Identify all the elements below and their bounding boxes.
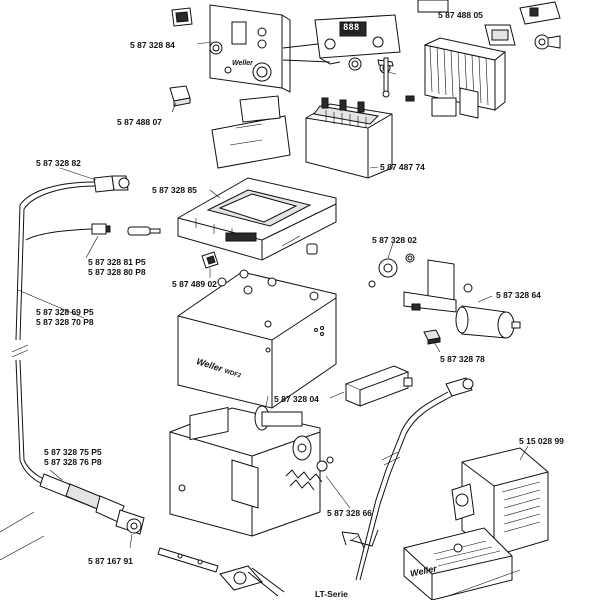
lower-cable-drawing xyxy=(15,359,69,495)
part-label: 5 87 328 75 P5 xyxy=(44,447,102,457)
part-label: 5 87 328 76 P8 xyxy=(44,457,102,467)
heatsink-drawing xyxy=(423,37,507,119)
switch-drawing xyxy=(171,7,193,27)
screw-drawing xyxy=(382,57,390,98)
part-label: 5 87 328 80 P8 xyxy=(88,267,146,277)
part-label: 5 87 328 64 xyxy=(496,290,541,300)
transformer-drawing xyxy=(305,97,393,179)
foot-pedal-drawing xyxy=(403,447,549,600)
allen-key-drawing xyxy=(349,529,379,547)
part-label: 5 87 489 02 xyxy=(172,279,217,289)
part-label: 5 87 328 66 xyxy=(327,508,372,518)
small-block-drawing xyxy=(423,329,441,345)
part-label: 5 87 328 82 xyxy=(36,158,81,168)
rubber-cap-drawing xyxy=(169,85,191,107)
part-label: 5 87 328 85 xyxy=(152,185,197,195)
handpiece-drawing xyxy=(39,473,145,535)
upper-cable-drawing xyxy=(15,175,130,341)
motor-drawing xyxy=(403,259,521,339)
part-label: 5 87 167 91 xyxy=(88,556,133,566)
pedal-cable-drawing xyxy=(355,377,474,581)
clip-drawing xyxy=(201,251,219,269)
part-label: 5 87 328 84 xyxy=(130,40,175,50)
part-label: 5 87 488 07 xyxy=(117,117,162,127)
base-plate-drawing xyxy=(177,177,337,261)
part-label: 5 87 328 78 xyxy=(440,354,485,364)
part-label: 5 87 328 70 P8 xyxy=(36,317,94,327)
display-readout: 888 xyxy=(341,23,362,34)
part-label: 5 87 328 81 P5 xyxy=(88,257,146,267)
knob-drawing xyxy=(368,253,415,288)
front-panel-drawing xyxy=(209,4,291,93)
housing-cover-drawing xyxy=(177,269,337,409)
part-label: 5 87 488 05 xyxy=(438,10,483,20)
lt-series-drawing xyxy=(157,547,285,597)
part-label: 5 87 328 04 xyxy=(274,394,319,404)
brand-text-panel: Weller xyxy=(232,60,253,67)
lower-housing-drawing xyxy=(169,405,321,537)
pin-drawing xyxy=(25,223,161,241)
series-caption: LT-Serie xyxy=(315,589,348,599)
insulation-sheet-drawing xyxy=(211,95,291,169)
spring-drawing xyxy=(285,456,334,491)
part-label: 5 15 028 99 xyxy=(519,436,564,446)
rail-drawing xyxy=(344,365,413,407)
part-label: 5 87 328 02 xyxy=(372,235,417,245)
part-label: 5 87 487 74 xyxy=(380,162,425,172)
connector-top-drawing xyxy=(417,0,561,50)
part-label: 5 87 328 69 P5 xyxy=(36,307,94,317)
